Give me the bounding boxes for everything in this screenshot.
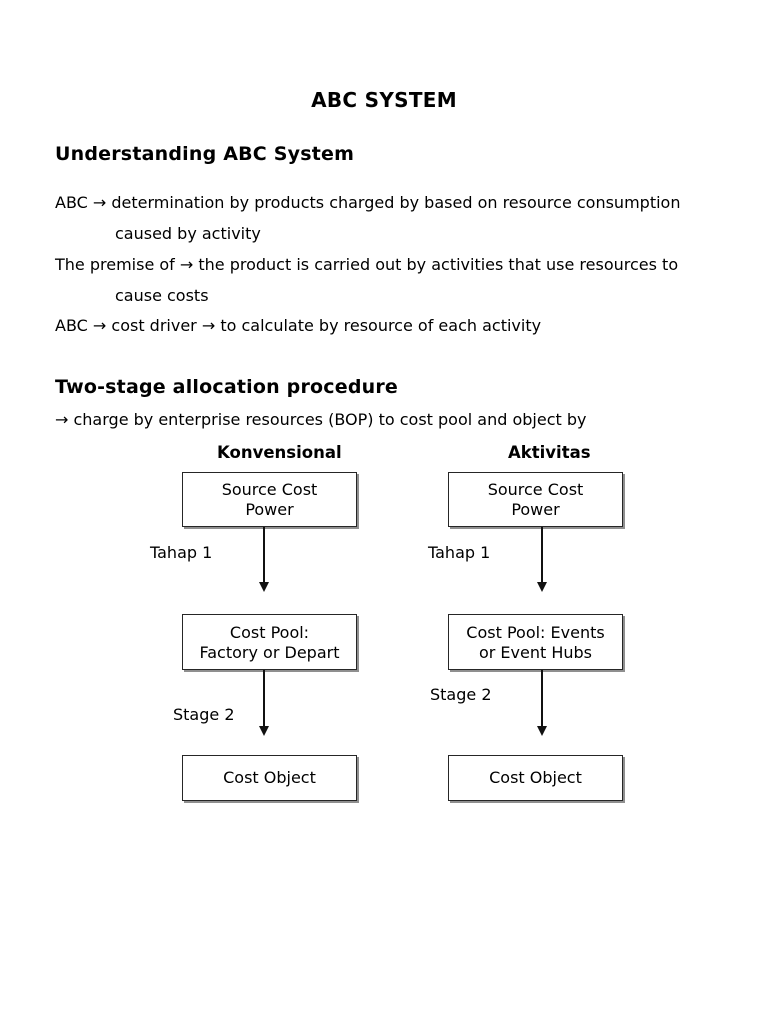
box-line: Power [245, 500, 294, 519]
arrow-down-head [259, 726, 269, 736]
box-cost-object-left: Cost Object [182, 755, 357, 801]
label-stage2-right: Stage 2 [430, 685, 492, 704]
body-line: ABC → cost driver → to calculate by reso… [55, 316, 542, 335]
body-line: caused by activity [115, 224, 261, 243]
box-line: Source Cost [487, 480, 584, 499]
box-line: Cost Object [223, 768, 316, 787]
box-cost-pool-right: Cost Pool: Events or Event Hubs [448, 614, 623, 670]
page-title: ABC SYSTEM [311, 88, 457, 112]
box-line: Cost Object [489, 768, 582, 787]
box-line: or Event Hubs [478, 643, 593, 662]
body-line: cause costs [115, 286, 209, 305]
arrow-down-line [541, 527, 543, 583]
box-line: Power [511, 500, 560, 519]
label-stage2-left: Stage 2 [173, 705, 235, 724]
arrow-down-head [259, 582, 269, 592]
two-stage-intro-line: → charge by enterprise resources (BOP) t… [55, 410, 587, 429]
arrow-down-line [263, 670, 265, 727]
body-line: The premise of → the product is carried … [55, 255, 679, 274]
box-line: Factory or Depart [199, 643, 340, 662]
box-line: Cost Pool: Events [466, 623, 605, 642]
arrow-down-line [541, 670, 543, 727]
body-line: ABC → determination by products charged … [55, 193, 681, 212]
box-cost-object-right: Cost Object [448, 755, 623, 801]
box-line: Cost Pool: [229, 623, 310, 642]
label-tahap1-left: Tahap 1 [150, 543, 213, 562]
column-header-aktivitas: Aktivitas [508, 443, 591, 462]
heading-two-stage-allocation: Two-stage allocation procedure [55, 376, 399, 398]
box-source-cost-power-right: Source Cost Power [448, 472, 623, 527]
box-source-cost-power-left: Source Cost Power [182, 472, 357, 527]
heading-understanding-abc-system: Understanding ABC System [55, 143, 355, 165]
column-header-konvensional: Konvensional [217, 443, 342, 462]
label-tahap1-right: Tahap 1 [428, 543, 491, 562]
box-cost-pool-left: Cost Pool: Factory or Depart [182, 614, 357, 670]
box-line: Source Cost [221, 480, 318, 499]
arrow-down-head [537, 582, 547, 592]
arrow-down-head [537, 726, 547, 736]
arrow-down-line [263, 527, 265, 583]
